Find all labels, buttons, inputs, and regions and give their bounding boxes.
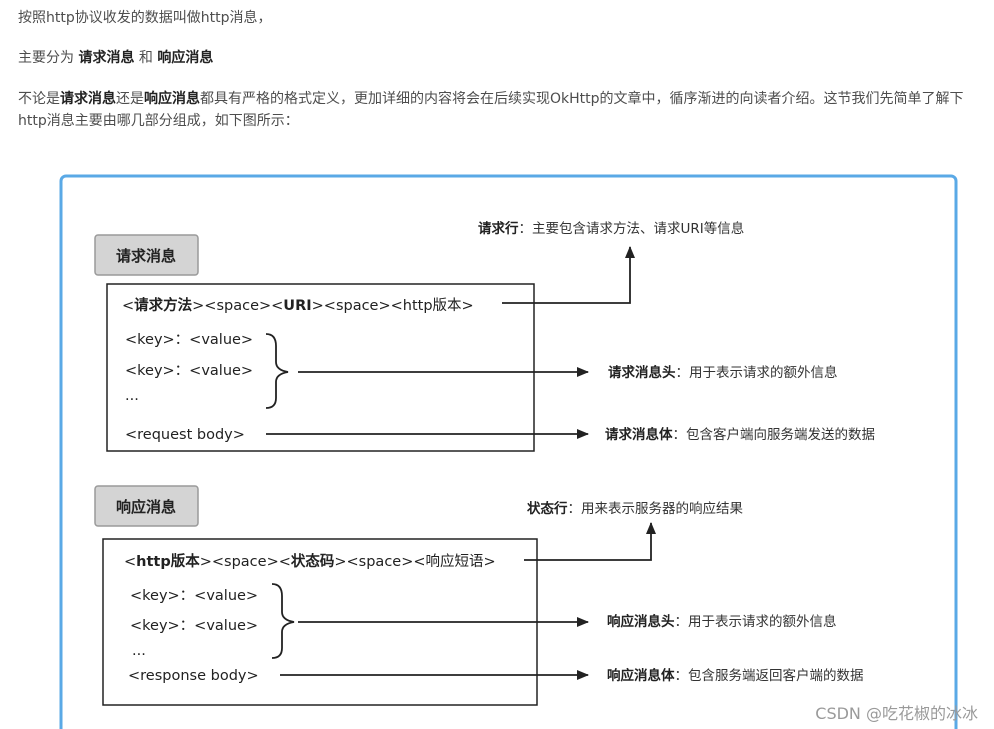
request-header-note: 请求消息头：用于表示请求的额外信息	[608, 364, 838, 381]
request-header-kv-1: <key>：<value>	[125, 332, 253, 348]
intro-line-2-and: 和	[134, 50, 158, 66]
intro-line-1: 按照http协议收发的数据叫做http消息，	[18, 10, 272, 26]
intro-paragraph-3: 不论是请求消息还是响应消息都具有严格的格式定义，更加详细的内容将会在后续实现Ok…	[18, 88, 982, 132]
para3-a: 不论是	[18, 91, 60, 107]
request-line-note: 请求行：主要包含请求方法、请求URI等信息	[478, 220, 744, 237]
response-body-note: 响应消息体：包含服务端返回客户端的数据	[607, 667, 864, 684]
status-line: <http版本><space><状态码><space><响应短语>	[124, 552, 496, 570]
request-header-kv-2: <key>：<value>	[125, 363, 253, 379]
response-header-kv-1: <key>：<value>	[130, 588, 258, 604]
intro-response-term: 响应消息	[157, 50, 214, 66]
response-header-brace	[271, 583, 295, 659]
request-body-label: <request body>	[125, 427, 245, 443]
request-body-note: 请求消息体：包含客户端向服务端发送的数据	[605, 426, 875, 443]
request-line: <请求方法><space><URI><space><http版本>	[122, 296, 474, 314]
request-header-brace	[265, 333, 289, 409]
para3-b: 还是	[116, 91, 144, 107]
request-tag-label: 请求消息	[116, 247, 176, 265]
csdn-watermark: CSDN @吃花椒的冰冰	[815, 704, 978, 723]
intro-line-2-prefix: 主要分为	[18, 50, 79, 66]
request-box	[106, 283, 535, 452]
response-tag	[94, 485, 199, 527]
response-body-label: <response body>	[128, 668, 259, 684]
response-header-ellipsis: ...	[132, 643, 146, 659]
response-tag-label: 响应消息	[116, 498, 176, 516]
status-line-arrow	[524, 522, 656, 561]
intro-request-term: 请求消息	[78, 50, 135, 66]
para3-response-term: 响应消息	[144, 91, 200, 107]
intro-line-2: 主要分为 请求消息 和 响应消息	[18, 47, 982, 69]
response-header-kv-2: <key>：<value>	[130, 618, 258, 634]
response-header-note: 响应消息头：用于表示请求的额外信息	[607, 613, 837, 630]
para3-c: 都具有严格的格式定义，更加详细的内容将会在后续实现OkHttp的文章中，循序渐进…	[18, 91, 964, 129]
request-tag	[94, 234, 199, 276]
diagram-frame	[59, 174, 958, 729]
request-line-arrow	[502, 246, 635, 304]
para3-request-term: 请求消息	[60, 91, 116, 107]
status-line-note: 状态行：用来表示服务器的响应结果	[527, 500, 743, 517]
request-header-ellipsis: ...	[125, 388, 139, 404]
